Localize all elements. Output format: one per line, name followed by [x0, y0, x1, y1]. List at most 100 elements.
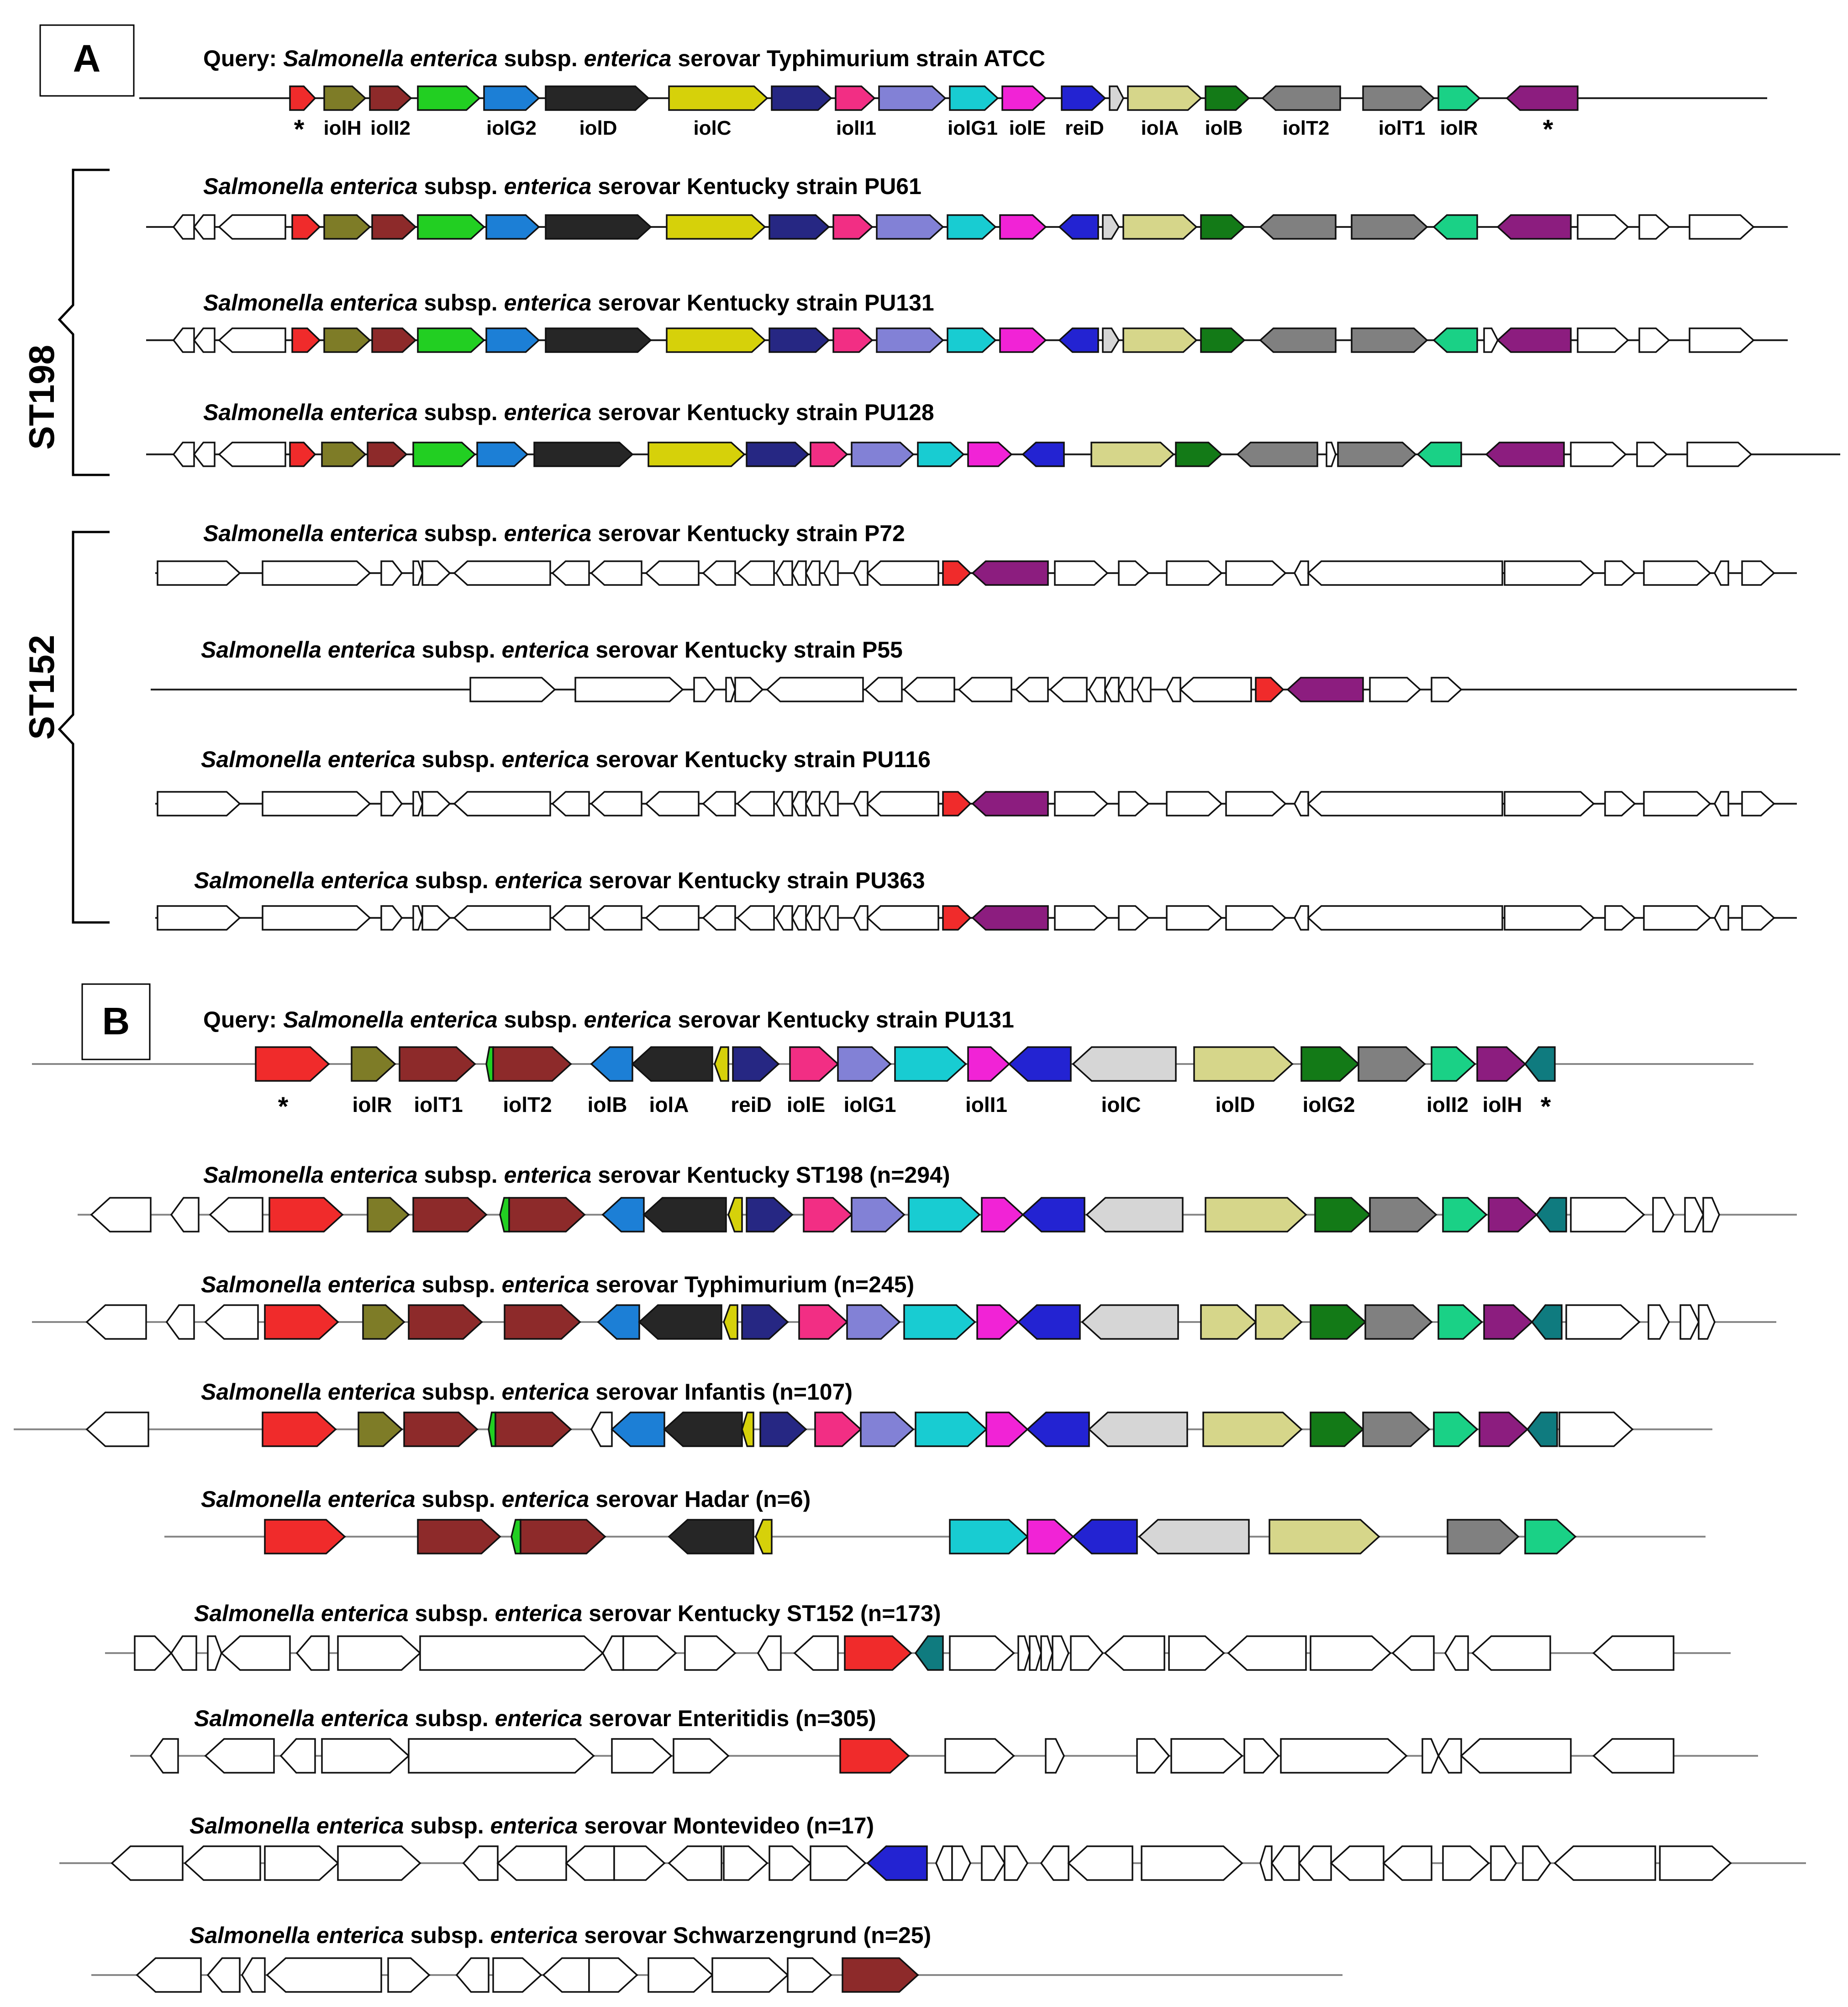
panel-b-label: B: [102, 1000, 130, 1043]
track-title-segment: serovar Kentucky ST198 (n=294): [591, 1162, 950, 1188]
gene-arrow-navy: [769, 214, 830, 240]
gene-arrow-white: [736, 560, 775, 586]
gene-arrow-white: [787, 1957, 832, 1993]
gene-arrow-white: [220, 1635, 291, 1671]
gene-arrow-darkred: [369, 85, 412, 111]
track-title-segment: subsp.: [498, 46, 584, 71]
gene-arrow-white: [702, 791, 736, 816]
gene-arrow-khaki: [1200, 1304, 1257, 1340]
gene-arrow-mint: [1416, 442, 1462, 467]
gene-arrow-white: [590, 791, 642, 816]
gene-arrow-gray: [1236, 442, 1318, 467]
gene-arrow-lightgray: [1102, 327, 1120, 353]
gene-arrow-white: [723, 1845, 769, 1881]
track-title-segment: Salmonella enterica: [283, 46, 498, 71]
gene-arrow-white: [1118, 905, 1150, 931]
gene-arrow-royal: [1026, 1412, 1090, 1447]
gene-arrow-mint: [1432, 214, 1478, 240]
gene-arrow-white: [241, 1957, 266, 1993]
gene-arrow-white: [1227, 1635, 1307, 1671]
gene-arrow-black: [663, 1412, 743, 1447]
gene-arrow-green: [511, 1519, 521, 1554]
gene-arrow-navy: [746, 1197, 794, 1233]
track-title-segment: Salmonella enterica: [201, 1379, 416, 1405]
gene-arrow-white: [496, 1845, 567, 1881]
gene-arrow-pink: [798, 1304, 848, 1340]
gene-arrow-gray: [1362, 1412, 1431, 1447]
gene-arrow-white: [1166, 791, 1223, 816]
gene-arrow-white: [648, 1957, 714, 1993]
gene-arrow-white: [1040, 1635, 1053, 1671]
track-title-segment: subsp.: [409, 1706, 495, 1731]
gene-arrow-white: [408, 1738, 595, 1774]
gene-arrow-blue: [483, 85, 540, 111]
gene-arrow-white: [981, 1845, 1006, 1881]
gene-arrow-white: [542, 1957, 590, 1993]
gene-arrow-cyan: [915, 1412, 988, 1447]
track-title-segment: Salmonella enterica: [203, 290, 418, 316]
gene-arrow-white: [1604, 905, 1636, 931]
gene-arrow-white: [337, 1845, 421, 1881]
gene-arrow-white: [1104, 677, 1120, 702]
gene-label: iolA: [649, 1093, 689, 1117]
track-title-segment: Salmonella enterica: [201, 1272, 416, 1297]
gene-arrow-lightgray: [1085, 1197, 1184, 1233]
gene-arrow-white: [1225, 791, 1287, 816]
gene-arrow-dkgreen: [1200, 327, 1246, 353]
gene-arrow-magenta: [981, 1197, 1024, 1233]
gene-arrow-khaki: [1122, 214, 1198, 240]
gene-arrow-white: [1570, 442, 1627, 467]
gene-arrow-black: [638, 1304, 722, 1340]
panel-a-track-8: Salmonella enterica subsp. enterica sero…: [155, 868, 1797, 931]
track-title-segment: serovar Kentucky strain PU363: [582, 868, 925, 893]
gene-arrow-darkred: [842, 1957, 919, 1993]
gene-arrow-white: [172, 327, 195, 353]
gene-arrow-white: [1040, 1845, 1069, 1881]
gene-arrow-white: [165, 1304, 195, 1340]
gene-arrow-white: [1592, 1635, 1674, 1671]
gene-arrow-royal: [1021, 1197, 1085, 1233]
gene-arrow-royal: [1072, 1519, 1138, 1554]
gene-arrow-olive: [323, 85, 367, 111]
gene-arrow-white: [1638, 214, 1670, 240]
gene-arrow-white: [218, 327, 286, 353]
panel-b-track-4: Salmonella enterica subsp. enterica sero…: [14, 1379, 1712, 1447]
gene-arrow-white: [1298, 1845, 1332, 1881]
gene-arrow-white: [453, 791, 551, 816]
gene-arrow-white: [462, 1845, 499, 1881]
gene-arrow-white: [702, 905, 736, 931]
gene-arrow-white: [775, 905, 793, 931]
track-title-segment: Salmonella enterica: [190, 1923, 404, 1948]
gene-arrow-khaki: [1193, 1046, 1294, 1082]
gene-arrow-red: [844, 1635, 912, 1671]
gene-asterisk: *: [1541, 1092, 1551, 1122]
gene-arrow-red: [269, 1197, 344, 1233]
gene-arrow-red: [264, 1304, 339, 1340]
gene-arrow-white: [1382, 1845, 1432, 1881]
gene-arrow-lightgray: [1102, 214, 1120, 240]
track-title-segment: serovar Infantis (n=107): [589, 1379, 853, 1405]
gene-arrow-white: [1170, 1738, 1243, 1774]
gene-arrow-pink: [814, 1412, 862, 1447]
gene-arrow-teal: [1524, 1046, 1556, 1082]
gene-arrow-cyan: [908, 1197, 981, 1233]
gene-arrow-royal: [1008, 1046, 1072, 1082]
gene-arrow-white: [1431, 677, 1463, 702]
gene-arrow-white: [574, 677, 684, 702]
gene-arrow-white: [1045, 1738, 1065, 1774]
gene-arrow-cyan: [903, 1304, 976, 1340]
gene-label: iolI2: [370, 117, 411, 139]
gene-arrow-white: [1307, 560, 1503, 586]
gene-arrow-white: [702, 560, 736, 586]
track-title-segment: enterica: [502, 1486, 590, 1512]
track-title-segment: enterica: [504, 290, 592, 316]
gene-arrow-royal: [1058, 214, 1099, 240]
gene-arrow-dkgreen: [1205, 85, 1250, 111]
gene-arrow-teal: [1526, 1412, 1558, 1447]
gene-arrow-navy: [769, 327, 830, 353]
gene-label: reiD: [1065, 117, 1104, 139]
gene-arrow-white: [1307, 905, 1503, 931]
gene-arrow-royal: [1061, 85, 1106, 111]
track-title-segment: enterica: [584, 1007, 672, 1032]
gene-arrow-black: [545, 327, 652, 353]
